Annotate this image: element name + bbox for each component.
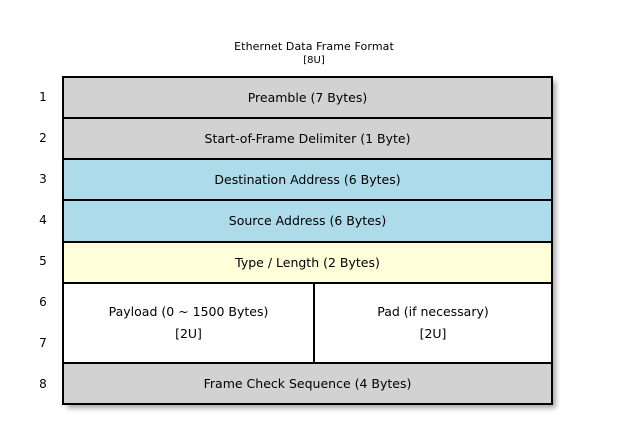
page-title: Ethernet Data Frame Format <box>234 40 394 53</box>
row-number-6: 6 <box>39 295 47 310</box>
row-number-gutter: 1 2 3 4 5 6 7 8 <box>30 76 56 405</box>
frame-field-payload-row: Payload (0 ~ 1500 Bytes) [2U] Pad (if ne… <box>64 283 551 364</box>
row-number-2: 2 <box>39 130 47 145</box>
pad-tag: [2U] <box>419 325 447 341</box>
row-number-4: 4 <box>39 212 47 227</box>
ethernet-frame-table: Preamble (7 Bytes) Start-of-Frame Delimi… <box>62 76 553 405</box>
frame-field-start-of-frame-delimiter: Start-of-Frame Delimiter (1 Byte) <box>64 119 551 161</box>
frame-field-preamble: Preamble (7 Bytes) <box>64 78 551 120</box>
payload-tag: [2U] <box>175 325 202 341</box>
title-block: Ethernet Data Frame Format [8U] <box>0 40 628 66</box>
row-number-5: 5 <box>39 254 47 269</box>
row-number-1: 1 <box>39 89 47 104</box>
row-number-7: 7 <box>39 336 47 351</box>
frame-field-type-length: Type / Length (2 Bytes) <box>64 242 551 284</box>
frame-field-frame-check-sequence: Frame Check Sequence (4 Bytes) <box>64 363 551 403</box>
frame-field-source-address: Source Address (6 Bytes) <box>64 201 551 243</box>
frame-field-payload: Payload (0 ~ 1500 Bytes) [2U] <box>64 283 315 362</box>
pad-label: Pad (if necessary) <box>377 303 489 319</box>
frame-field-destination-address: Destination Address (6 Bytes) <box>64 160 551 202</box>
row-number-3: 3 <box>39 171 47 186</box>
frame-field-pad: Pad (if necessary) [2U] <box>315 284 551 362</box>
payload-label: Payload (0 ~ 1500 Bytes) <box>108 303 269 319</box>
row-number-8: 8 <box>39 377 47 392</box>
diagram-subtitle: [8U] <box>303 54 325 66</box>
